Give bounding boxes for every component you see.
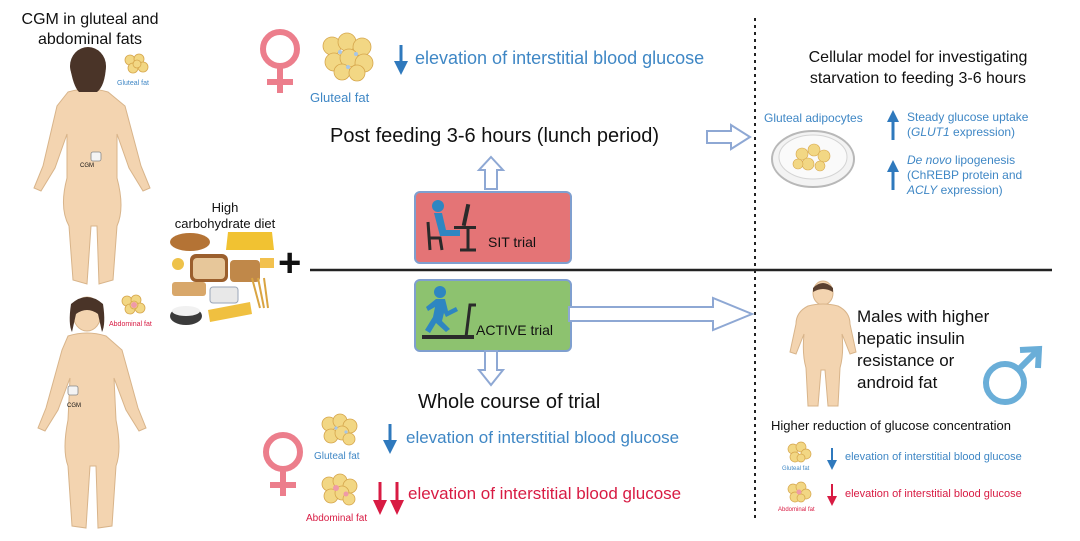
- gluteal-fat-label-right: Gluteal fat: [782, 466, 810, 472]
- glucose-uptake-text: Steady glucose uptake (GLUT1 expression): [907, 110, 1029, 139]
- active-trial-label: ACTIVE trial: [476, 322, 554, 338]
- abdominal-fat-label-right: Abdominal fat: [778, 507, 815, 513]
- male-symbol: [983, 345, 1043, 405]
- down-arrow-icon-right-abdominal: [827, 484, 837, 506]
- cgm-sensor-label-front: CGM: [67, 403, 81, 409]
- right-arrow-icon-top: [706, 123, 752, 151]
- female-back-figure: [33, 47, 151, 285]
- right-arrow-icon-active: [568, 296, 755, 332]
- abdominal-fat-icon-bottom: [321, 473, 358, 506]
- post-feeding-label: Post feeding 3-6 hours (lunch period): [330, 125, 660, 147]
- down-arrow-icon-bottom-gluteal: [383, 424, 397, 454]
- carbohydrate-food-icons: [170, 232, 274, 325]
- male-figure: [789, 280, 857, 407]
- sitting-person-icon: [426, 200, 476, 252]
- higher-reduction-label: Higher reduction of glucose concentratio…: [771, 418, 1011, 433]
- gluteal-adipocytes-label: Gluteal adipocytes: [764, 111, 863, 125]
- gluteal-fat-label-top: Gluteal fat: [310, 90, 370, 105]
- treadmill-runner-icon: [422, 286, 476, 339]
- plus-sign: +: [278, 241, 302, 285]
- gluteal-fat-icon-right: [787, 441, 812, 463]
- petri-dish-icon: [771, 130, 855, 188]
- gluteal-fat-icon-small: [124, 53, 149, 74]
- bottom-gluteal-effect: elevation of interstitial blood glucose: [406, 428, 680, 447]
- abdominal-fat-label-small: Abdominal fat: [109, 321, 152, 328]
- down-arrow-icon-right-gluteal: [827, 448, 837, 470]
- cellular-model-title: Cellular model for investigating starvat…: [808, 49, 1028, 87]
- sit-trial-label: SIT trial: [488, 234, 536, 250]
- cgm-sensor-label: CGM: [80, 163, 94, 169]
- whole-course-label: Whole course of trial: [418, 391, 601, 413]
- gluteal-fat-label-small: Gluteal fat: [117, 80, 149, 87]
- bottom-abdominal-effect: elevation of interstitial blood glucose: [408, 484, 682, 503]
- lipogenesis-text: De novo lipogenesis (ChREBP protein and …: [907, 153, 1023, 197]
- up-arrow-icon-lipogenesis: [887, 160, 899, 190]
- down-arrow-icon-top: [394, 45, 408, 75]
- abdominal-fat-icon-right: [787, 481, 812, 503]
- lipogenesis-line1: De novo lipogenesis: [907, 153, 1016, 167]
- gluteal-fat-icon-bottom: [321, 413, 358, 446]
- right-abdominal-effect: elevation of interstitial blood glucose: [845, 488, 1022, 500]
- female-symbol-bottom: [263, 432, 303, 496]
- acly-line: ACLY expression): [907, 183, 1003, 197]
- female-symbol-top: [260, 29, 300, 93]
- gluteal-fat-icon-top: [322, 32, 374, 82]
- abdominal-fat-label-bottom: Abdominal fat: [306, 513, 368, 524]
- males-description: Males with higher hepatic insulin resist…: [857, 307, 990, 392]
- down-arrow-icon-active: [476, 350, 506, 387]
- gluteal-fat-label-bottom: Gluteal fat: [314, 451, 360, 462]
- double-down-arrow-icon: [373, 482, 404, 515]
- up-arrow-icon-uptake: [887, 110, 899, 140]
- diet-label: High carbohydrate diet: [174, 200, 276, 231]
- abdominal-fat-icon-small: [121, 294, 146, 315]
- female-front-figure: [37, 296, 147, 529]
- up-arrow-icon-sit: [476, 155, 506, 190]
- glut1-line: (GLUT1 expression): [907, 125, 1016, 139]
- right-gluteal-effect: elevation of interstitial blood glucose: [845, 451, 1022, 463]
- top-effect-text: elevation of interstitial blood glucose: [415, 48, 705, 68]
- left-title: CGM in gluteal and abdominal fats: [21, 11, 159, 48]
